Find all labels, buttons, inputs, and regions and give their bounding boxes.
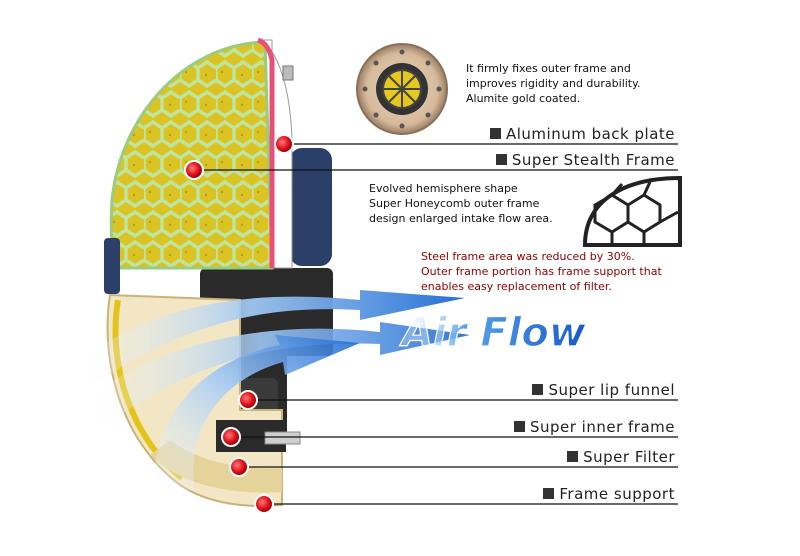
note-hemisphere: Evolved hemisphere shape Super Honeycomb… [369,182,553,225]
note-back-plate: It firmly fixes outer frame and improves… [466,62,641,105]
back-plate-section [257,37,294,269]
label-frame-support: Frame support [543,485,675,503]
leader-lines [194,143,678,505]
label-super-inner-frame: Super inner frame [513,418,675,436]
label-bullet [489,128,501,139]
airflow-arrows [80,290,470,490]
airflow-text: Air Flow [399,310,587,356]
label-bullet [567,451,579,462]
back-plate-thumbnail [356,43,448,135]
marker-back-plate [274,134,294,154]
label-aluminum-back-plate: Aluminum back plate [489,125,675,143]
marker-lip-funnel [238,390,258,410]
marker-inner-frame [221,427,241,447]
label-bullet [532,384,544,395]
label-super-stealth-frame: Super Stealth Frame [495,151,675,169]
marker-stealth-frame [184,160,204,180]
stealth-frame [104,148,332,294]
label-bullet [543,488,555,499]
honeycomb-dome [109,40,274,270]
label-super-lip-funnel: Super lip funnel [532,381,675,399]
label-bullet [495,154,507,165]
label-bullet [513,421,525,432]
marker-frame-support [254,494,274,514]
markers [184,134,294,514]
marker-filter [229,457,249,477]
honeycomb-frame-thumbnail [582,175,682,247]
note-steel-frame: Steel frame area was reduced by 30%. Out… [421,250,662,293]
label-super-filter: Super Filter [567,448,675,466]
